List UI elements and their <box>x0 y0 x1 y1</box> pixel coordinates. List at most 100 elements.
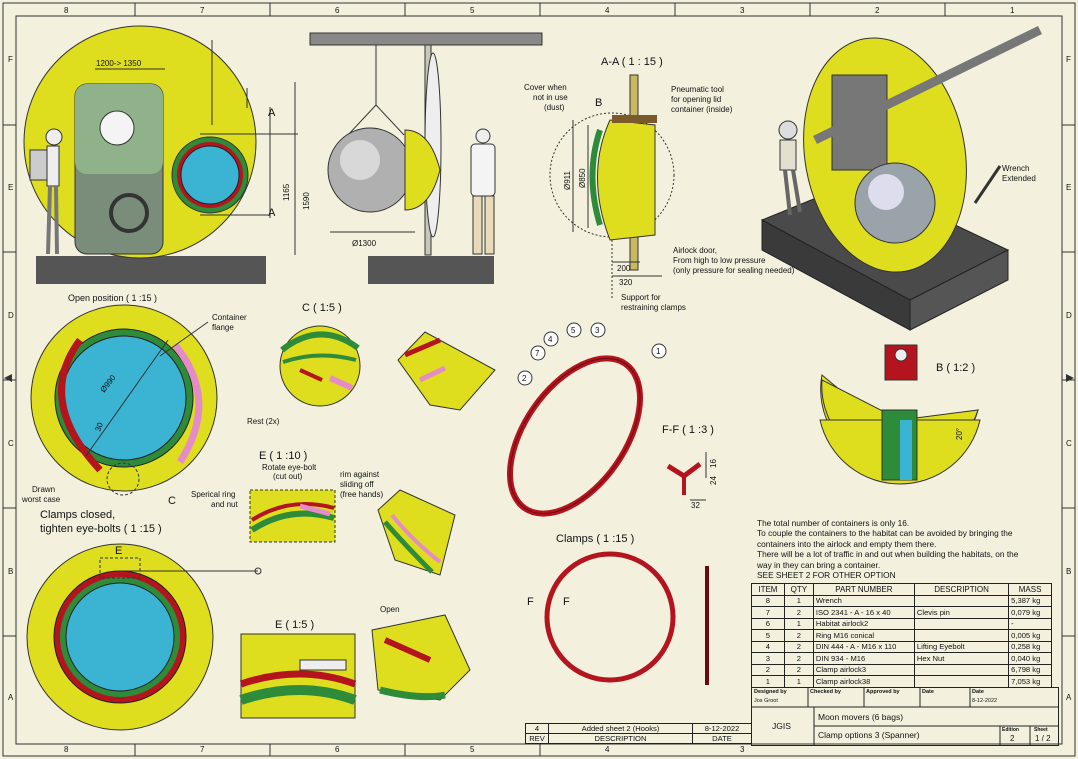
bom-item: 3 <box>751 652 785 665</box>
bom-qty: 2 <box>783 606 814 619</box>
row-label: A <box>8 693 14 702</box>
section-aa-view <box>549 74 675 300</box>
detail-b-title: B ( 1:2 ) <box>936 362 975 374</box>
sheet-label: Sheet <box>1034 727 1048 733</box>
bom-desc: Lifting Eyebolt <box>913 640 1010 653</box>
note-ring-1: Sperical ring <box>191 490 235 499</box>
revision-number: 4 <box>525 723 549 734</box>
note-line: There will be a lot of traffic in and ou… <box>757 549 1019 560</box>
date: 8-12-2022 <box>972 698 998 704</box>
detail-e10-subtitle-2: (cut out) <box>273 472 303 481</box>
motorbike-wheel <box>109 193 149 233</box>
overhead-beam <box>309 32 543 46</box>
bom-mass: 5,387 kg <box>1008 594 1052 607</box>
date-label-2: Date <box>972 689 984 695</box>
company: JGIS <box>772 721 791 731</box>
balloon: 7 <box>535 349 540 358</box>
balloon: 5 <box>571 326 576 335</box>
iso-beam <box>813 25 1042 145</box>
section-mark-a: A <box>268 207 276 219</box>
clamps-iso-view <box>506 355 644 517</box>
detail-e10-view <box>249 489 456 576</box>
note-drawn-1: Drawn <box>32 485 55 494</box>
col-label: 7 <box>200 6 205 15</box>
revision-header-row: REV DESCRIPTION DATE <box>525 733 752 744</box>
detail-e10-title: E ( 1 :10 ) <box>259 450 307 462</box>
col-label: 4 <box>605 6 610 15</box>
bom-item: 6 <box>751 617 785 630</box>
section-ff-view <box>666 452 707 501</box>
isometric-view <box>760 25 1042 331</box>
title-block-grid <box>752 688 1058 745</box>
note-tool-2: for opening lid <box>671 95 721 104</box>
note-cover-1: Cover when <box>524 83 567 92</box>
bom-item: 1 <box>751 675 785 688</box>
dim-32: 32 <box>691 501 700 510</box>
revision-description: Added sheet 2 (Hooks) <box>548 723 693 734</box>
bom-part: DIN 444 - A - M16 x 110 <box>812 640 915 653</box>
section-mark-f: F <box>527 596 534 608</box>
approved-by-label: Approved by <box>866 689 900 695</box>
bom-part: Habitat airlock2 <box>812 617 915 630</box>
note-tool-3: container (inside) <box>671 105 733 114</box>
iso-astronaut-helmet <box>778 120 798 140</box>
row-label: E <box>1066 183 1071 192</box>
bom-part: ISO 2341 - A - 16 x 40 <box>812 606 915 619</box>
section-ff-labels: F-F ( 1 :3 ) 16 24 32 <box>662 424 718 510</box>
note-support-2: restraining clamps <box>621 303 686 312</box>
detail-c-view <box>279 325 496 411</box>
bom-item: 2 <box>751 663 785 676</box>
zone-ticks <box>3 3 1075 756</box>
dim-200: 200 <box>617 264 631 273</box>
bom-header: ITEM <box>751 583 785 596</box>
astronaut-helmet <box>45 128 63 146</box>
col-label: 5 <box>470 745 475 754</box>
col-label: 4 <box>605 745 610 754</box>
bom-header-row: ITEM QTY PART NUMBER DESCRIPTION MASS <box>751 583 1052 596</box>
dim-911: Ø911 <box>563 170 572 190</box>
bom-desc <box>913 617 1010 630</box>
revision-header: DATE <box>692 733 752 744</box>
row-label: D <box>1066 311 1072 320</box>
bom-desc <box>913 675 1010 688</box>
row-label: F <box>1066 55 1071 64</box>
note-drawn-2: worst case <box>21 495 61 504</box>
dim-height-1590: 1590 <box>302 192 311 210</box>
bom-desc <box>913 594 1010 607</box>
sheet-number: 1 / 2 <box>1035 734 1051 743</box>
bom-part: Ring M16 conical <box>812 629 915 642</box>
note-rim-3: (free hands) <box>340 490 383 499</box>
edition-label: Edition <box>1002 727 1019 733</box>
note-wrench-2: Extended <box>1002 174 1036 183</box>
edition: 2 <box>1010 734 1015 743</box>
section-ff-title: F-F ( 1 :3 ) <box>662 424 714 436</box>
drawing-subtitle: Clamp options 3 (Spanner) <box>818 730 920 740</box>
detail-e10-subtitle-1: Rotate eye-bolt <box>262 463 317 472</box>
row-label: C <box>1066 439 1072 448</box>
col-label: 6 <box>335 745 340 754</box>
dim-320: 320 <box>619 278 633 287</box>
note-door-1: Airlock door, <box>673 246 717 255</box>
balloon: 4 <box>548 335 553 344</box>
note-door-3: (only pressure for sealing needed) <box>673 266 795 275</box>
bom-item: 5 <box>751 629 785 642</box>
dim-angle-20: 20° <box>955 428 964 440</box>
open-position-view <box>30 304 218 496</box>
col-label: 6 <box>335 6 340 15</box>
dim-24: 24 <box>709 476 718 485</box>
note-tool-1: Pneumatic tool <box>671 85 724 94</box>
row-label: B <box>1066 567 1071 576</box>
section-aa-title: A-A ( 1 : 15 ) <box>601 56 663 68</box>
note-cover-3: (dust) <box>544 103 565 112</box>
general-notes: The total number of containers is only 1… <box>757 518 1057 580</box>
note-line: SEE SHEET 2 FOR OTHER OPTION <box>757 570 896 581</box>
detail-e5-title: E ( 1:5 ) <box>275 619 314 631</box>
bom-part: Clamp airlock38 <box>812 675 915 688</box>
note-rest: Rest (2x) <box>247 417 280 426</box>
bom-desc: Clevis pin <box>913 606 1010 619</box>
note-open: Open <box>380 605 400 614</box>
bom-mass: 6,798 kg <box>1008 663 1052 676</box>
